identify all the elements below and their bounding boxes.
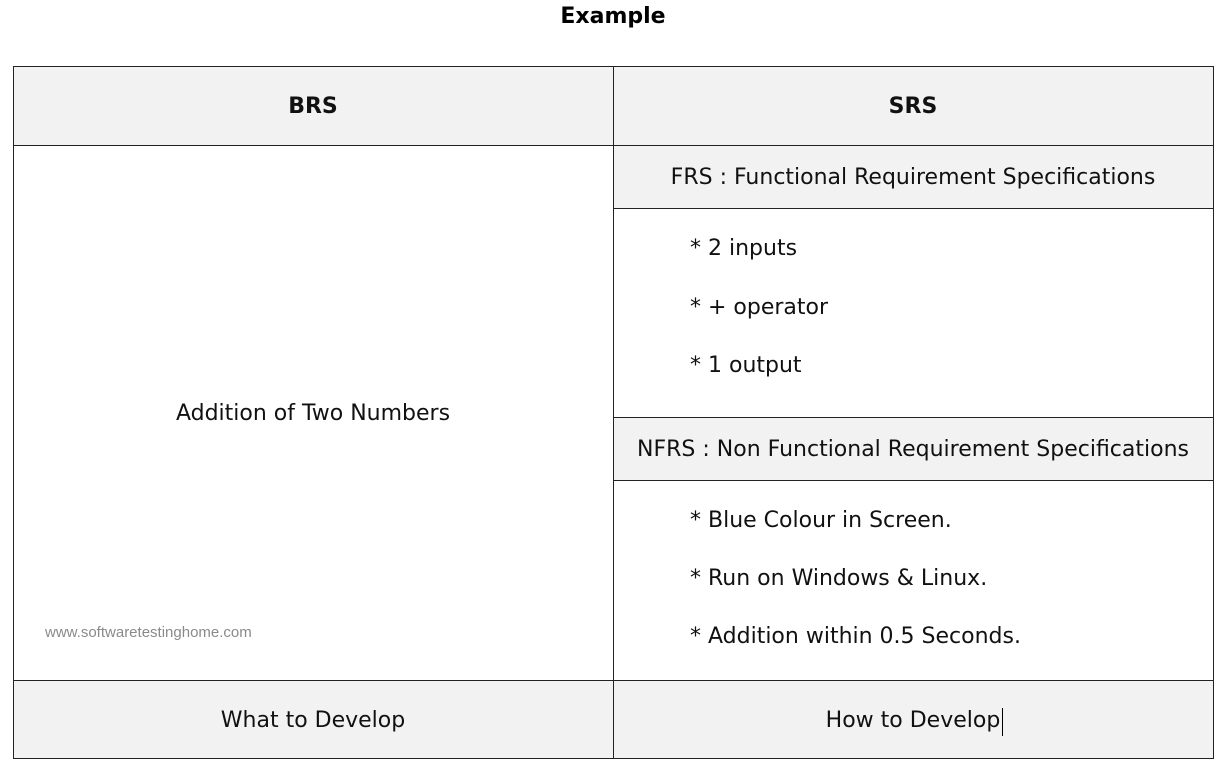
table-divider xyxy=(613,480,1214,481)
list-item: * 2 inputs xyxy=(690,236,798,261)
brs-content: Addition of Two Numbers xyxy=(175,401,451,426)
watermark: www.softwaretestinghome.com xyxy=(45,624,252,641)
list-item: * Blue Colour in Screen. xyxy=(690,508,952,533)
table-border-right xyxy=(1213,66,1214,759)
list-item: * 1 output xyxy=(690,353,802,378)
list-item: * Addition within 0.5 Seconds. xyxy=(690,624,1021,649)
nfrs-heading: NFRS : Non Functional Requirement Specif… xyxy=(613,418,1213,481)
list-item: * Run on Windows & Linux. xyxy=(690,566,988,591)
table-divider xyxy=(613,208,1214,209)
what-to-develop-cell: What to Develop xyxy=(13,681,613,759)
table-divider xyxy=(613,66,614,759)
list-item: * + operator xyxy=(690,295,829,320)
page-title: Example xyxy=(560,4,666,29)
text-cursor xyxy=(1002,708,1003,736)
table-divider xyxy=(613,417,1214,418)
frs-heading: FRS : Functional Requirement Specificati… xyxy=(613,146,1213,209)
brs-header: BRS xyxy=(13,66,613,146)
table-border-left xyxy=(13,66,14,759)
how-to-develop-cell: How to Develop xyxy=(613,681,1213,759)
srs-header: SRS xyxy=(613,66,1213,146)
